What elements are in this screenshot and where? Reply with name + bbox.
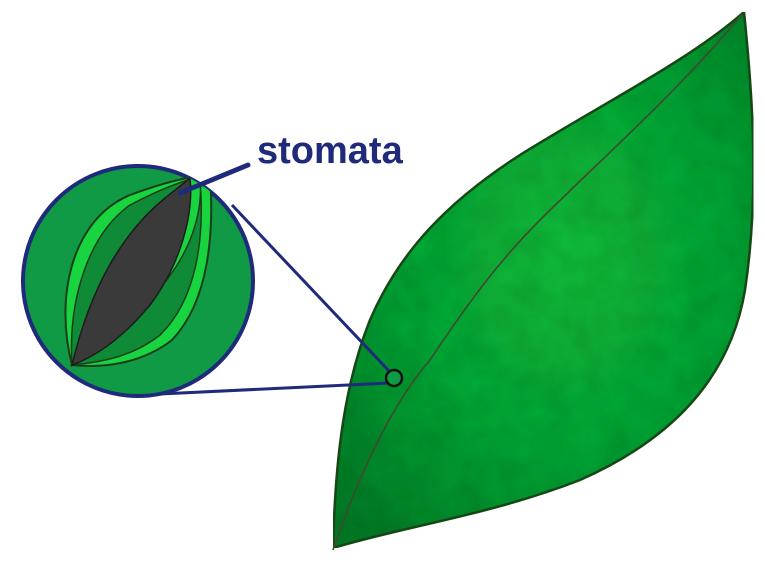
leaf-icon	[333, 12, 753, 550]
stomatal-pore-icon	[386, 370, 402, 386]
leaf-blade	[333, 12, 753, 548]
callout-line-upper	[232, 205, 389, 371]
magnifier-circle-icon	[23, 166, 253, 396]
stomata-label: stomata	[257, 130, 404, 172]
